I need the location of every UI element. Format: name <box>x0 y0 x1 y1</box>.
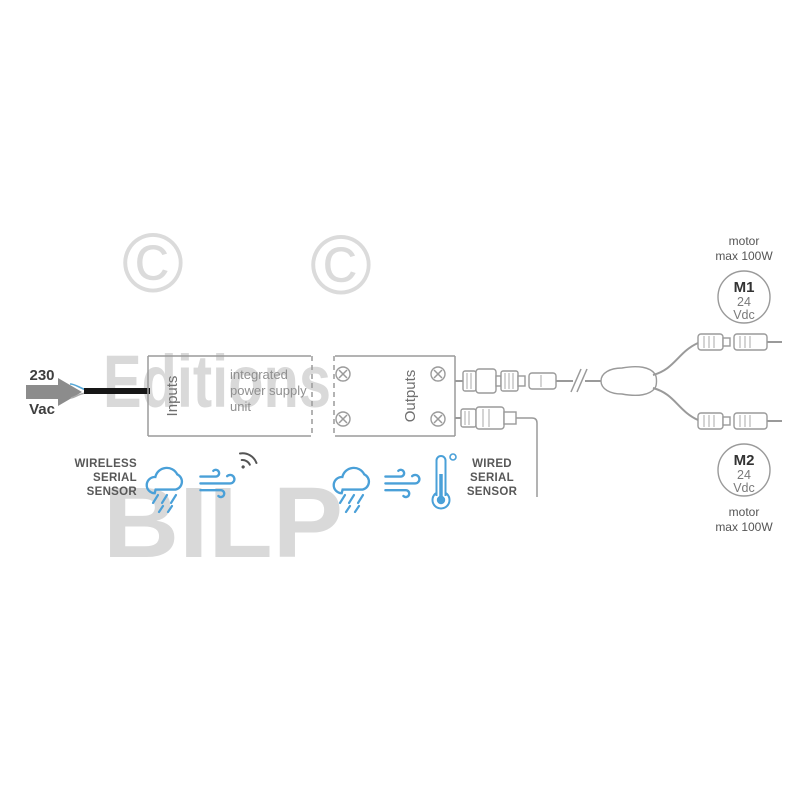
wired-serial-connector <box>455 406 538 497</box>
watermark-copyright-icon: © <box>310 218 372 312</box>
motor1-note-line2: max 100W <box>715 249 773 263</box>
inputs-label: Inputs <box>164 376 181 417</box>
wired-sensor-line <box>516 417 538 497</box>
screw-cross-icon <box>430 411 446 427</box>
outputs-label: Outputs <box>402 370 419 423</box>
wireless-sensor-icons <box>145 452 258 514</box>
watermark-copyright-icon: © <box>122 216 184 310</box>
watermark: © © Editions BILP <box>103 216 372 579</box>
watermark-brand-line2: BILP <box>103 467 343 579</box>
branch-cable-bottom <box>652 387 699 421</box>
power-input: 230 Vac <box>26 367 150 418</box>
output-connector-main <box>455 342 699 421</box>
wireless-label-line3: SENSOR <box>87 486 138 498</box>
arrow-right-icon <box>26 378 82 406</box>
motor2-id: M2 <box>734 452 755 469</box>
input-voltage-label: 230 <box>29 367 54 384</box>
screw-cross-icon <box>335 411 351 427</box>
branch-cable-top <box>652 342 699 376</box>
input-voltage-unit: Vac <box>29 401 55 418</box>
motor1-label: motor max 100W M1 24 Vdc <box>715 234 773 324</box>
wired-label-line2: SERIAL <box>470 472 514 484</box>
motor2-note-line1: motor <box>729 505 760 519</box>
motor2-connector-pair <box>697 412 782 430</box>
thermometer-icon <box>431 453 457 510</box>
motor2-voltage: 24 <box>737 468 751 482</box>
cable-break-icon <box>576 368 588 393</box>
wired-sensor-icons <box>332 453 457 514</box>
motor2-badge <box>717 443 771 497</box>
mains-cable <box>84 388 150 394</box>
psu-name-line3: unit <box>230 399 251 414</box>
motor1-note-line1: motor <box>729 234 760 248</box>
psu-name-line2: power supply <box>230 383 307 398</box>
motor1-badge <box>717 270 771 324</box>
wind-icon <box>199 468 236 499</box>
y-splitter <box>600 365 658 397</box>
psu-box: Inputs Outputs integrated power supply u… <box>147 355 456 437</box>
psu-name-line1: integrated <box>230 367 288 382</box>
rain-cloud-icon <box>332 466 371 495</box>
wind-icon <box>384 468 421 499</box>
cable-break-icon <box>570 368 582 393</box>
wired-sensor-label: WIRED SERIAL SENSOR <box>467 458 518 498</box>
wireless-label-line2: SERIAL <box>93 472 137 484</box>
watermark-brand-line1: Editions <box>103 340 331 423</box>
rain-drops-icon <box>151 493 178 514</box>
wifi-icon <box>238 452 258 469</box>
wired-label-line1: WIRED <box>472 458 512 470</box>
wireless-sensor-label: WIRELESS SERIAL SENSOR <box>75 458 138 498</box>
screw-cross-icon <box>335 366 351 382</box>
wireless-label-line1: WIRELESS <box>75 458 137 470</box>
motor1-voltage: 24 <box>737 295 751 309</box>
rain-cloud-icon <box>145 466 184 495</box>
motor2-note-line2: max 100W <box>715 520 773 534</box>
wired-label-line3: SENSOR <box>467 486 518 498</box>
motor2-label: M2 24 Vdc motor max 100W <box>715 443 773 534</box>
motor1-connector-pair <box>697 333 782 351</box>
motor1-id: M1 <box>734 279 755 296</box>
motor1-voltage-unit: Vdc <box>733 308 755 322</box>
rain-drops-icon <box>338 493 365 514</box>
motor2-voltage-unit: Vdc <box>733 481 755 495</box>
screw-cross-icon <box>430 366 446 382</box>
